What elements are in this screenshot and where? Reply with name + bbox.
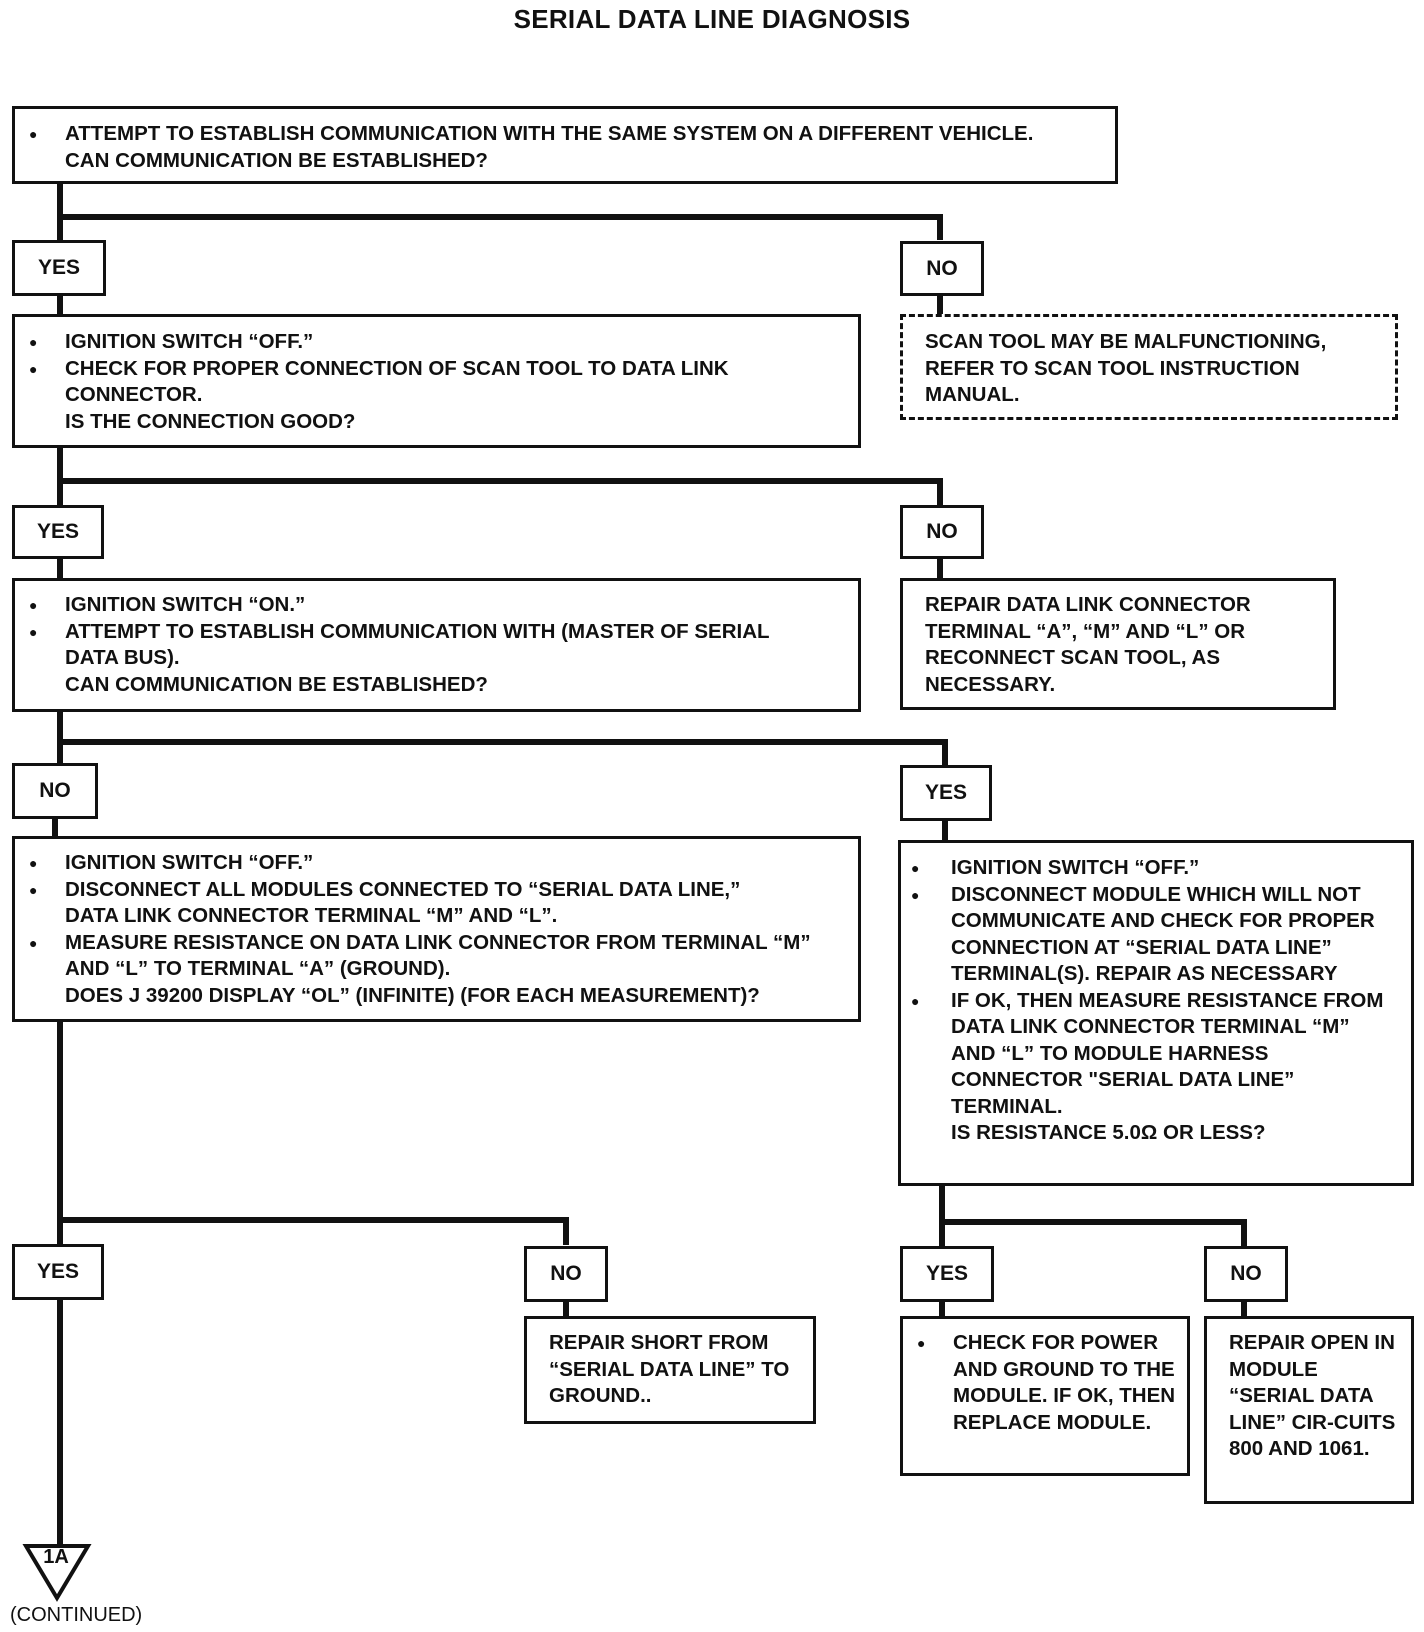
step-4-item-2: ATTEMPT TO ESTABLISH COMMUNICATION WITH …: [15, 619, 858, 672]
step-1-question: CAN COMMUNICATION BE ESTABLISHED?: [65, 148, 488, 172]
step-4-question: CAN COMMUNICATION BE ESTABLISHED?: [65, 672, 488, 696]
off-page-connector-label: 1A: [43, 1546, 69, 1568]
step-box-2: IGNITION SWITCH “OFF.” CHECK FOR PROPER …: [12, 314, 861, 448]
connector-b2-branches: [57, 448, 943, 505]
connector-b7-branches: [939, 1186, 1247, 1248]
step-box-4: IGNITION SWITCH “ON.” ATTEMPT TO ESTABLI…: [12, 578, 861, 712]
no-label-3: NO: [12, 763, 98, 819]
step-7-item-1: IGNITION SWITCH “OFF.”: [901, 855, 1397, 882]
step-box-8-repair-short: REPAIR SHORT FROM “SERIAL DATA LINE” TO …: [524, 1316, 816, 1424]
step-2-item-1: IGNITION SWITCH “OFF.”: [15, 329, 858, 356]
step-box-10-repair-open: REPAIR OPEN IN MODULE “SERIAL DATA LINE”…: [1204, 1316, 1414, 1504]
yes-label-5: YES: [900, 1246, 994, 1302]
step-box-9-replace-module: CHECK FOR POWER AND GROUND TO THE MODULE…: [900, 1316, 1190, 1476]
step-10-text: REPAIR OPEN IN MODULE “SERIAL DATA LINE”…: [1229, 1331, 1396, 1460]
step-6-item-3: MEASURE RESISTANCE ON DATA LINK CONNECTO…: [15, 930, 858, 983]
off-page-connector-triangle: [22, 1544, 92, 1602]
connector-b4-branches: [57, 712, 948, 765]
step-box-1: ATTEMPT TO ESTABLISH COMMUNICATION WITH …: [12, 106, 1118, 184]
step-6-item-2: DISCONNECT ALL MODULES CONNECTED TO “SER…: [15, 877, 858, 930]
connector-b6-branches: [57, 1020, 569, 1245]
step-2-question: IS THE CONNECTION GOOD?: [65, 409, 356, 433]
step-4-item-1: IGNITION SWITCH “ON.”: [15, 592, 858, 619]
step-7-question: IS RESISTANCE 5.0Ω OR LESS?: [951, 1121, 1266, 1144]
step-8-text: REPAIR SHORT FROM “SERIAL DATA LINE” TO …: [549, 1331, 790, 1407]
step-box-5-repair-connector: REPAIR DATA LINK CONNECTOR TERMINAL “A”,…: [900, 578, 1336, 710]
no-label-5: NO: [1204, 1246, 1288, 1302]
step-3-text: SCAN TOOL MAY BE MALFUNCTIONING, REFER T…: [925, 330, 1327, 406]
no-label-4: NO: [524, 1246, 608, 1302]
connector-b1-branches: [57, 182, 943, 240]
yes-label-4: YES: [12, 1244, 104, 1300]
no-label-1: NO: [900, 241, 984, 296]
step-7-item-2: DISCONNECT MODULE WHICH WILL NOT COMMUNI…: [901, 882, 1397, 988]
step-6-item-1: IGNITION SWITCH “OFF.”: [15, 850, 858, 877]
page-title: SERIAL DATA LINE DIAGNOSIS: [513, 4, 911, 34]
step-box-7: IGNITION SWITCH “OFF.” DISCONNECT MODULE…: [898, 840, 1414, 1186]
step-2-item-2: CHECK FOR PROPER CONNECTION OF SCAN TOOL…: [15, 356, 858, 409]
yes-label-1: YES: [12, 240, 106, 296]
no-label-2: NO: [900, 505, 984, 559]
step-6-question: DOES J 39200 DISPLAY “OL” (INFINITE) (FO…: [65, 983, 760, 1007]
step-box-6: IGNITION SWITCH “OFF.” DISCONNECT ALL MO…: [12, 836, 861, 1022]
yes-label-3: YES: [900, 765, 992, 821]
step-5-text: REPAIR DATA LINK CONNECTOR TERMINAL “A”,…: [925, 593, 1251, 696]
step-7-item-3: IF OK, THEN MEASURE RESISTANCE FROM DATA…: [901, 988, 1397, 1121]
step-9-item: CHECK FOR POWER AND GROUND TO THE MODULE…: [903, 1330, 1177, 1436]
step-1-item: ATTEMPT TO ESTABLISH COMMUNICATION WITH …: [15, 121, 1115, 148]
step-box-3-scan-tool-note: SCAN TOOL MAY BE MALFUNCTIONING, REFER T…: [900, 314, 1398, 420]
continued-label: (CONTINUED): [10, 1604, 143, 1626]
yes-label-2: YES: [12, 505, 104, 559]
